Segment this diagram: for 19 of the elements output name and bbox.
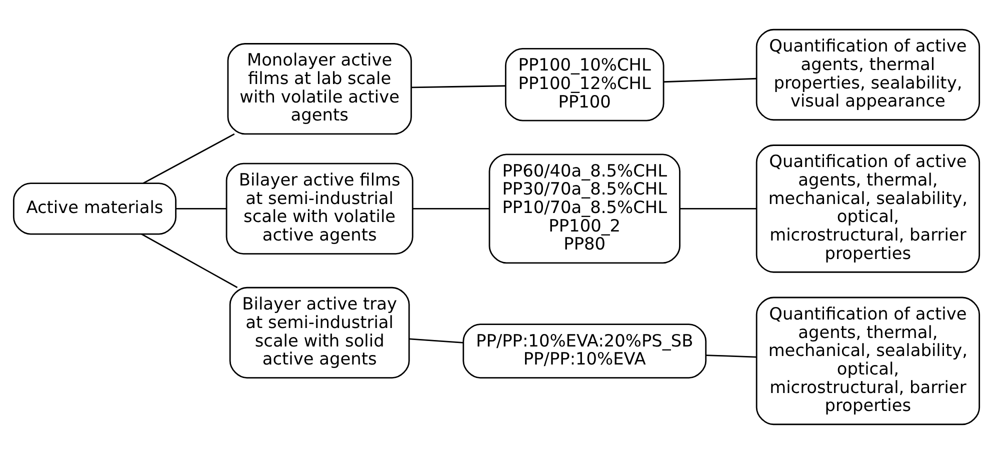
node-box: PP/PP:10%EVA:20%PS_SB PP/PP:10%EVA (462, 323, 707, 378)
connector (409, 338, 464, 343)
node-box: Bilayer active tray at semi-industrial scale with solid active agents (229, 286, 410, 378)
connector (706, 354, 756, 358)
node-box: Active materials (12, 182, 176, 234)
connector (411, 84, 506, 88)
node-box: Quantification of active agents, thermal properties, sealability, visual appearance (756, 28, 980, 120)
connector (412, 207, 490, 209)
node-box: Monolayer active films at lab scale with volatile active agents (227, 42, 412, 134)
connector (664, 77, 757, 82)
node-box: PP60/40a_8.5%CHL PP30/70a_8.5%CHL PP10/70a_8.5%CHL PP100_2 PP80 (488, 153, 680, 264)
connector (141, 232, 238, 288)
node-box: Quantification of active agents, thermal, mechanical, sealability, optical, microstructural, barrier properties (756, 144, 980, 272)
connector (142, 132, 235, 184)
node-box: Quantification of active agents, thermal, mechanical, sealability, optical, microstructural, barrier properties (756, 296, 980, 425)
connector (176, 207, 226, 209)
node-box: Bilayer active films at semi-industrial scale with volatile active agents (226, 162, 414, 254)
node-box: PP100_10%CHL PP100_12%CHL PP100 (504, 47, 664, 121)
connector (680, 207, 756, 209)
